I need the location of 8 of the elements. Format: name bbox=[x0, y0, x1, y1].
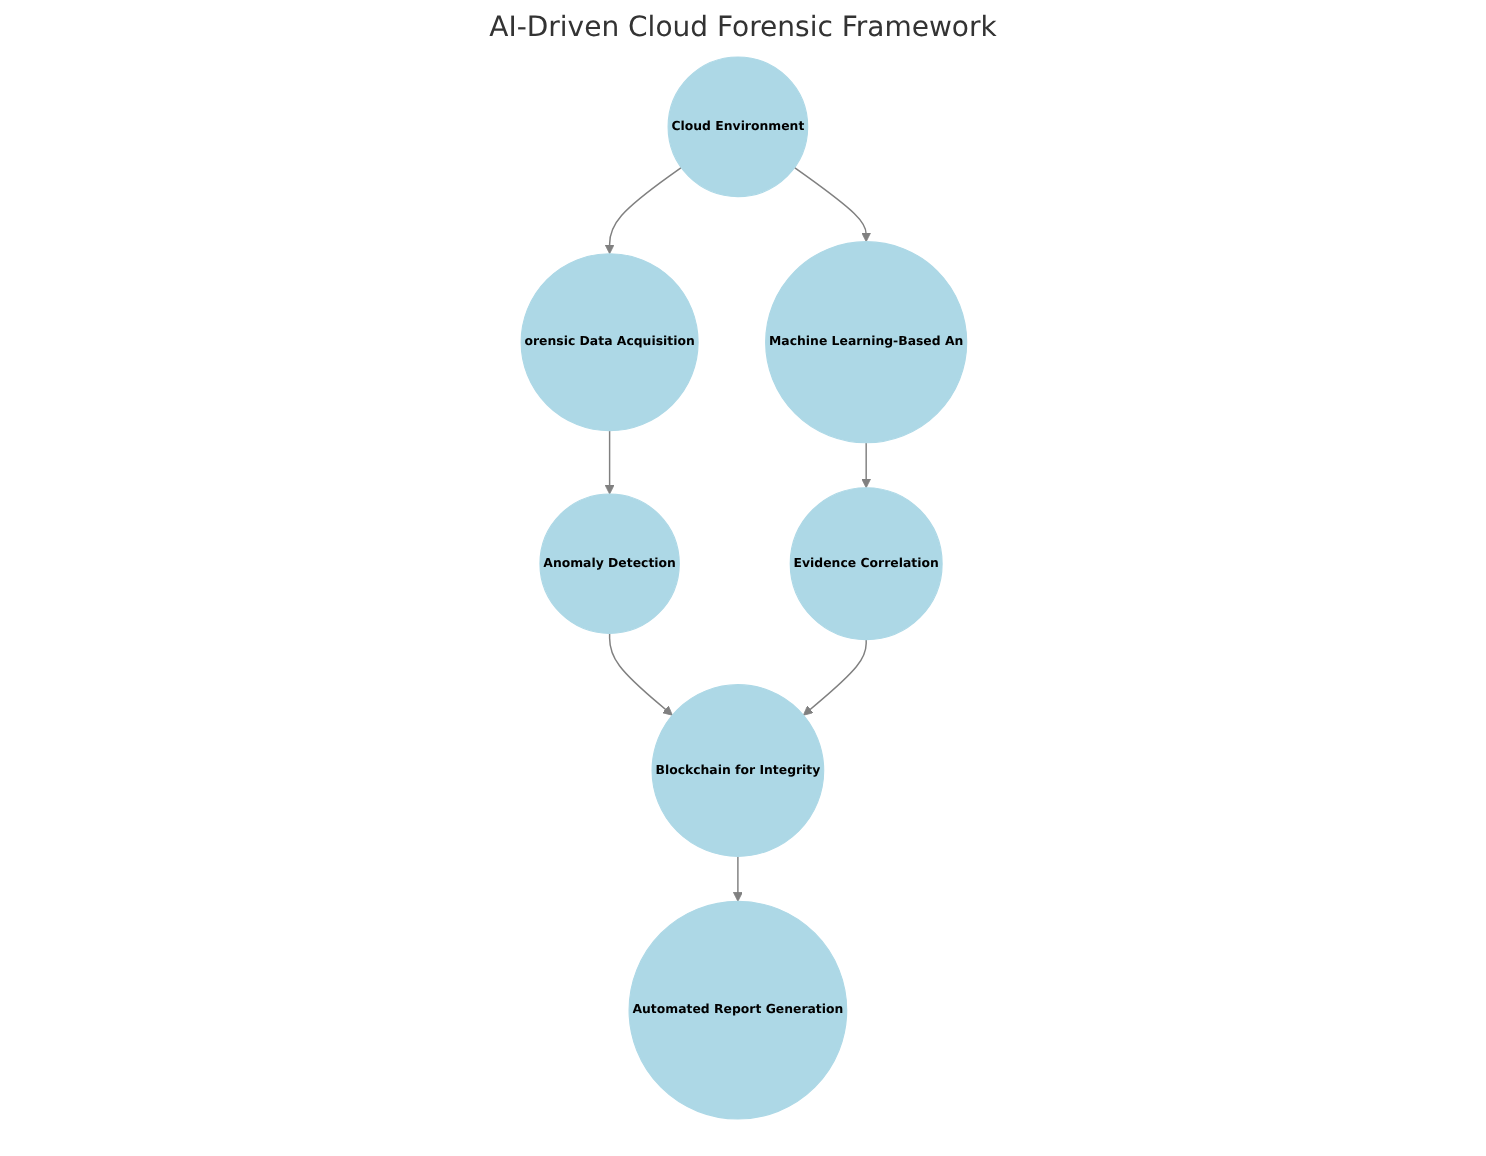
diagram-title: AI-Driven Cloud Forensic Framework bbox=[487, 12, 999, 44]
arrow bbox=[603, 429, 614, 495]
arrow bbox=[860, 442, 871, 489]
arrow bbox=[792, 166, 871, 243]
arrow bbox=[732, 855, 742, 902]
arrow bbox=[802, 638, 866, 716]
arrow bbox=[607, 632, 672, 716]
arrow bbox=[603, 166, 682, 255]
